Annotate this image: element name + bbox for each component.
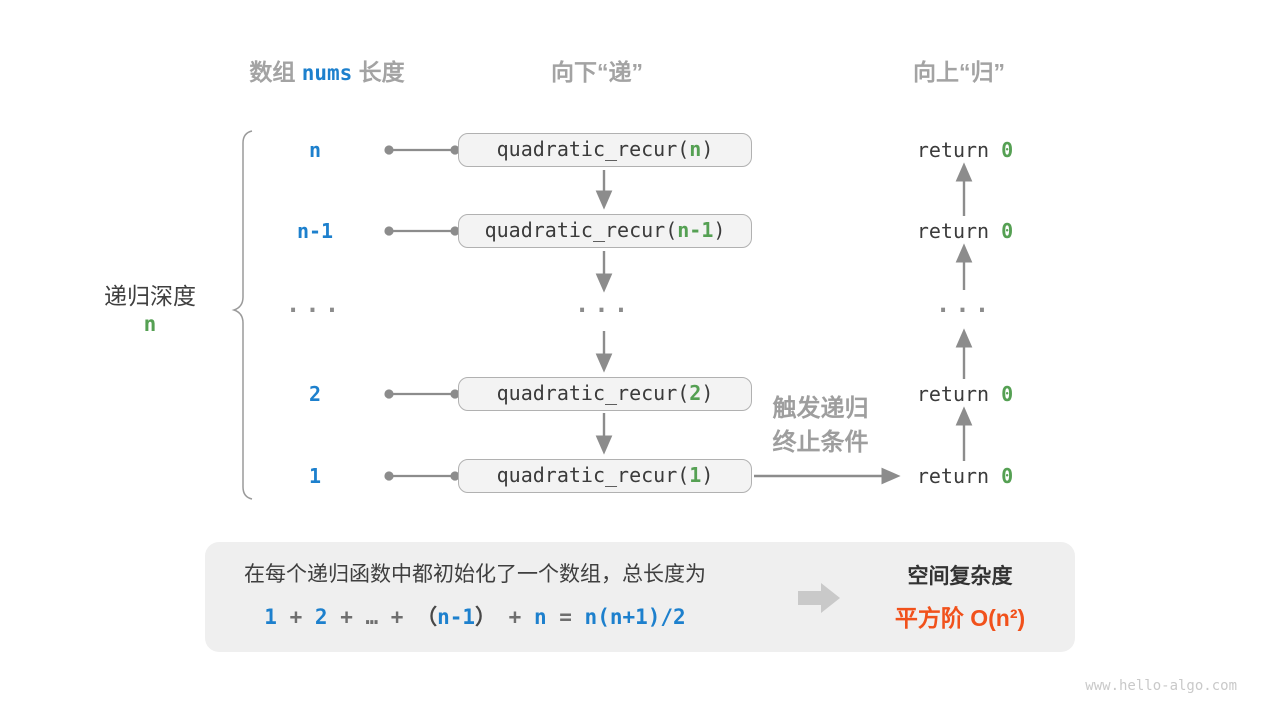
depth-label-2: 2 — [308, 382, 322, 406]
space-complexity-title: 空间复杂度 — [907, 565, 1013, 588]
depth-ellipsis: ... — [285, 290, 345, 318]
return-keyword: return — [916, 382, 990, 406]
formula-paren: ） — [475, 606, 497, 629]
trigger-note-line2: 终止条件 — [772, 429, 869, 456]
formula-result: n(n+1)/2 — [584, 605, 686, 629]
formula-operator: + — [496, 605, 534, 629]
return-ellipsis: ... — [935, 290, 995, 318]
call-arg: 1 — [689, 463, 702, 487]
formula-operator: + — [378, 605, 417, 629]
call-prefix: quadratic_recur( — [496, 381, 690, 405]
depth-label-n1: n-1 — [296, 219, 334, 243]
recursion-depth-value: n — [143, 312, 157, 336]
summary-panel — [205, 542, 1075, 652]
formula-term: 1 — [264, 605, 277, 629]
call-prefix: quadratic_recur( — [496, 137, 690, 161]
space-complexity-value: 平方阶 O(n²) — [894, 605, 1026, 631]
call-box-n: quadratic_recur(n) — [458, 133, 752, 167]
formula-operator: + — [276, 605, 315, 629]
call-ellipsis: ... — [574, 290, 634, 318]
return-keyword: return — [916, 464, 990, 488]
call-prefix: quadratic_recur( — [484, 218, 678, 242]
formula-ellipsis: … — [365, 605, 379, 629]
call-suffix: ) — [701, 381, 714, 405]
return-value: 0 — [1001, 219, 1014, 243]
return-keyword: return — [916, 138, 990, 162]
call-suffix: ) — [713, 218, 726, 242]
depth-label-1: 1 — [308, 464, 322, 488]
recursion-depth-label: 递归深度 — [104, 283, 196, 309]
formula-term: n-1 — [437, 605, 476, 629]
depth-label-n: n — [308, 138, 322, 162]
site-watermark: www.hello-algo.com — [1085, 678, 1237, 694]
formula-term: n — [533, 605, 547, 629]
formula-operator: = — [546, 605, 585, 629]
formula-term: 2 — [314, 605, 328, 629]
return-statement: return 0 — [905, 217, 1025, 245]
call-box-n1: quadratic_recur(n-1) — [458, 214, 752, 248]
depth-brace — [231, 130, 253, 500]
formula-operator: + — [327, 605, 366, 629]
return-statement: return 0 — [905, 462, 1025, 490]
call-arg: n-1 — [677, 218, 714, 242]
summary-line1: 在每个递归函数中都初始化了一个数组，总长度为 — [244, 563, 706, 586]
return-value: 0 — [1001, 464, 1014, 488]
header-array-length-post: 长度 — [358, 59, 405, 85]
recursion-depth-caption: 递归深度 n — [85, 281, 215, 337]
call-arg: 2 — [689, 381, 702, 405]
header-return-up: 向上“归” — [913, 59, 1005, 85]
call-arg: n — [689, 137, 702, 161]
call-suffix: ) — [701, 137, 714, 161]
header-recurse-down: 向下“递” — [551, 59, 643, 85]
call-suffix: ) — [701, 463, 714, 487]
header-array-length-pre: 数组 — [249, 59, 296, 85]
return-value: 0 — [1001, 138, 1014, 162]
call-prefix: quadratic_recur( — [496, 463, 690, 487]
call-box-2: quadratic_recur(2) — [458, 377, 752, 411]
depth-connectors — [384, 145, 460, 481]
header-array-length: 数组 nums 长度 — [187, 58, 467, 86]
return-keyword: return — [916, 219, 990, 243]
return-statement: return 0 — [905, 380, 1025, 408]
trigger-note-line1: 触发递归 — [772, 395, 869, 422]
header-nums-code: nums — [301, 61, 353, 85]
return-statement: return 0 — [905, 136, 1025, 164]
summary-formula: 1 + 2 + … + （n-1） + n = n(n+1)/2 — [190, 601, 760, 633]
formula-paren: （ — [416, 606, 438, 629]
call-box-1: quadratic_recur(1) — [458, 459, 752, 493]
return-value: 0 — [1001, 382, 1014, 406]
